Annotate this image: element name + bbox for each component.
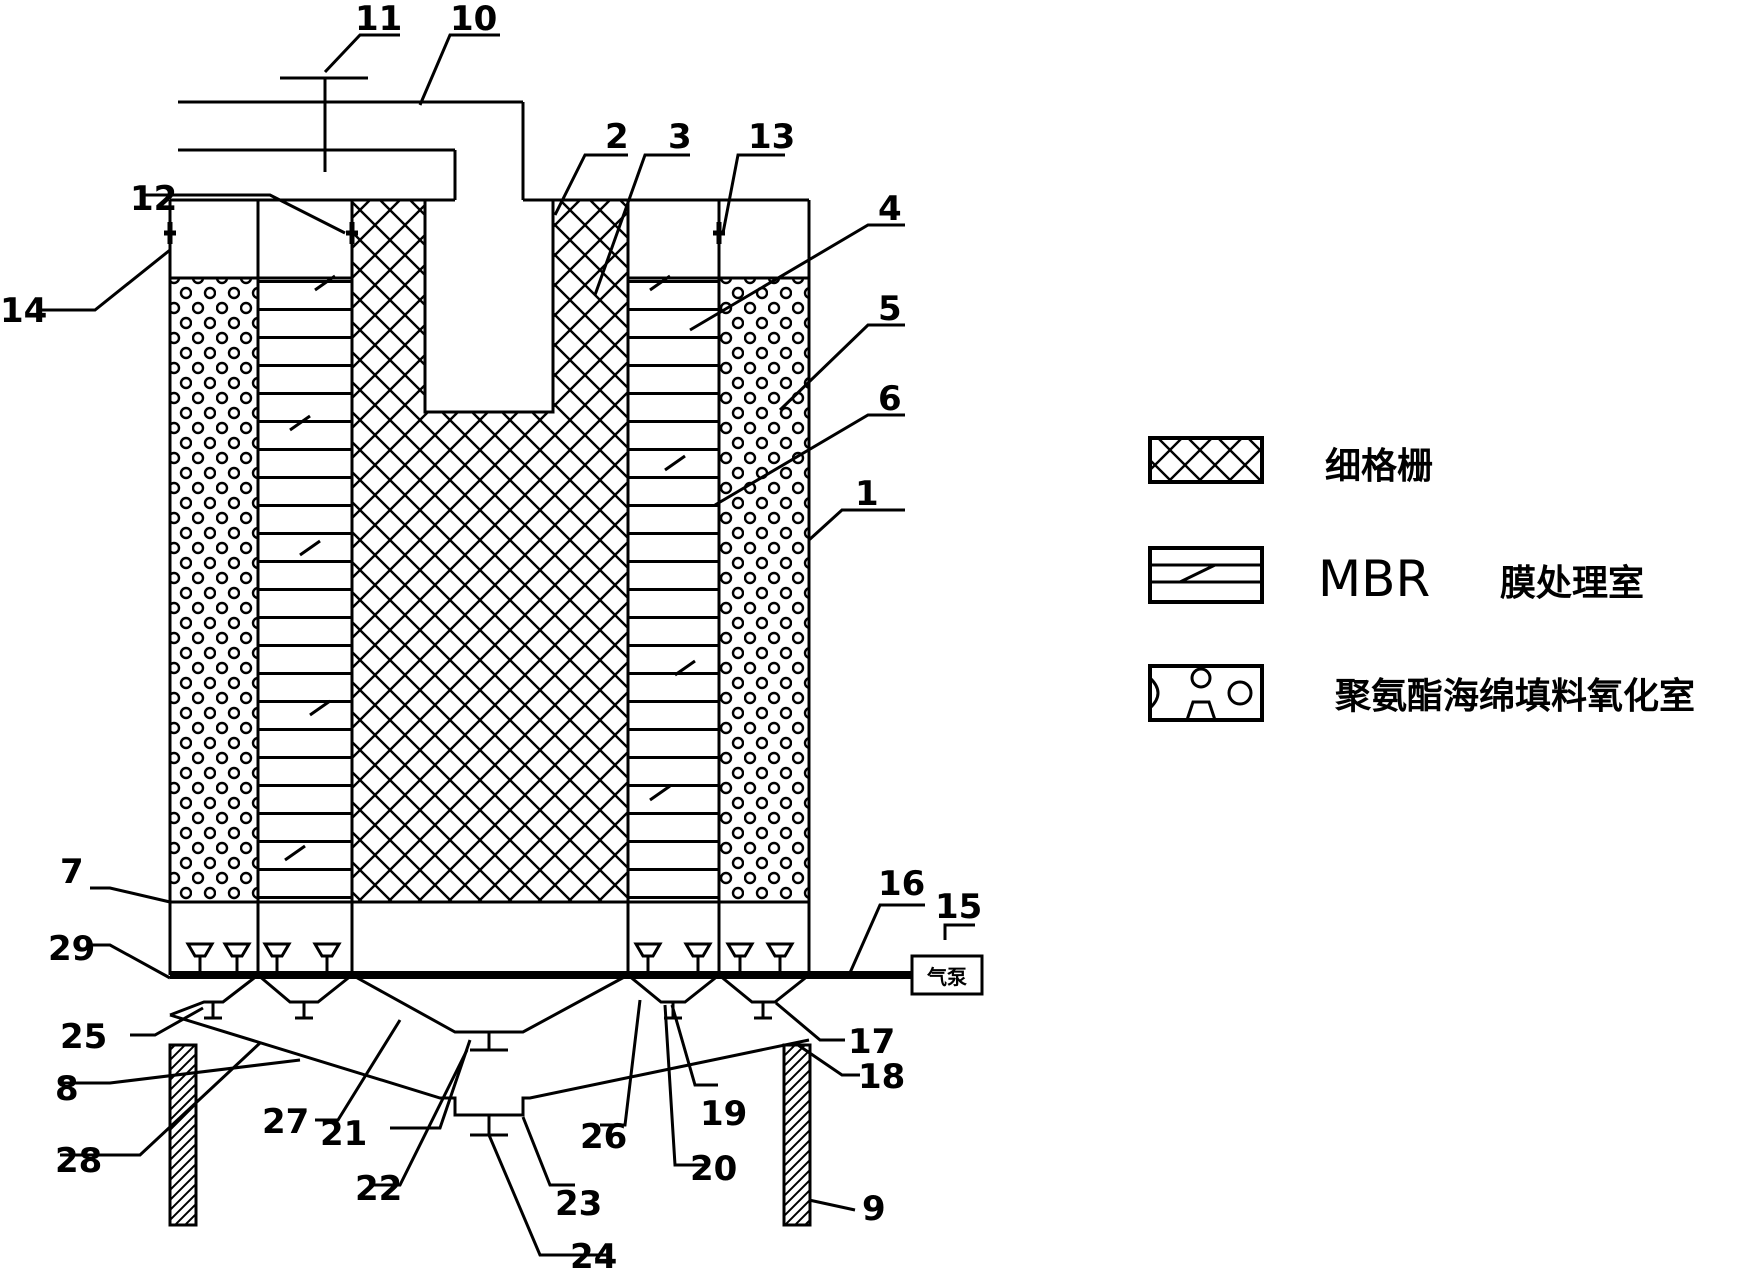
part-label: 28 <box>55 1141 102 1181</box>
legend: 细格栅 MBR 膜处理室 聚氨酯海绵填料氧化室 <box>1148 436 1695 722</box>
part-label: 17 <box>848 1022 895 1062</box>
part-label: 24 <box>570 1237 617 1272</box>
part-label: 23 <box>555 1184 602 1224</box>
legend-swatch-mbr <box>1148 546 1264 604</box>
part-label: 9 <box>862 1189 886 1229</box>
mbr-chamber-left <box>258 278 352 902</box>
part-label: 1 <box>855 474 879 514</box>
part-label: 25 <box>60 1017 107 1057</box>
part-label: 4 <box>878 189 902 229</box>
aerators <box>185 942 795 972</box>
membrane-marks <box>284 274 696 862</box>
part-label: 6 <box>878 379 902 419</box>
part-label: 18 <box>858 1057 905 1097</box>
legend-label-grid: 细格栅 <box>1325 446 1433 487</box>
part-label: 16 <box>878 864 925 904</box>
part-label: 14 <box>0 291 47 331</box>
air-pump-box <box>910 954 984 996</box>
reactor-vessel <box>168 198 811 975</box>
part-label: 2 <box>605 117 629 157</box>
legend-label-mbr: 膜处理室 <box>1500 563 1644 604</box>
legend-swatch-grid <box>1148 436 1264 484</box>
aerator-head <box>765 942 795 972</box>
part-label: 7 <box>60 852 84 892</box>
aerator-head <box>633 942 663 972</box>
legend-swatch-sponge <box>1148 664 1264 722</box>
part-label: 12 <box>130 179 177 219</box>
part-label: 10 <box>450 0 497 39</box>
sponge-chamber-left <box>170 278 257 902</box>
aerator-head <box>312 942 342 972</box>
part-label: 29 <box>48 929 95 969</box>
part-number-labels: 1 2 3 4 5 6 7 8 9 10 11 12 13 14 15 16 1… <box>0 0 982 1272</box>
part-label: 11 <box>355 0 402 39</box>
part-label: 26 <box>580 1117 627 1157</box>
part-label: 3 <box>668 117 692 157</box>
inlet-pipes <box>172 76 525 202</box>
aerator-head <box>185 942 215 972</box>
mbr-chamber-right <box>629 278 718 902</box>
part-label: 19 <box>700 1094 747 1134</box>
legend-label-mbr-prefix: MBR <box>1318 550 1430 608</box>
leader-lines <box>40 33 975 1257</box>
aerator-head <box>683 942 713 972</box>
part-label: 21 <box>320 1114 367 1154</box>
fine-grid-area <box>353 200 628 922</box>
part-label: 5 <box>878 289 902 329</box>
sponge-chamber-right <box>719 278 809 902</box>
aerator-head <box>222 942 252 972</box>
outlet-valves <box>164 222 725 244</box>
air-pump-label: 气泵 <box>926 965 967 989</box>
part-label: 13 <box>748 117 795 157</box>
part-label: 15 <box>935 887 982 927</box>
part-label: 22 <box>355 1169 402 1209</box>
aerator-head <box>725 942 755 972</box>
part-label: 20 <box>690 1149 737 1189</box>
part-label: 27 <box>262 1102 309 1142</box>
part-label: 8 <box>55 1069 79 1109</box>
aerator-head <box>262 942 292 972</box>
legend-label-sponge: 聚氨酯海绵填料氧化室 <box>1334 676 1695 717</box>
support-leg-right <box>782 1043 812 1227</box>
